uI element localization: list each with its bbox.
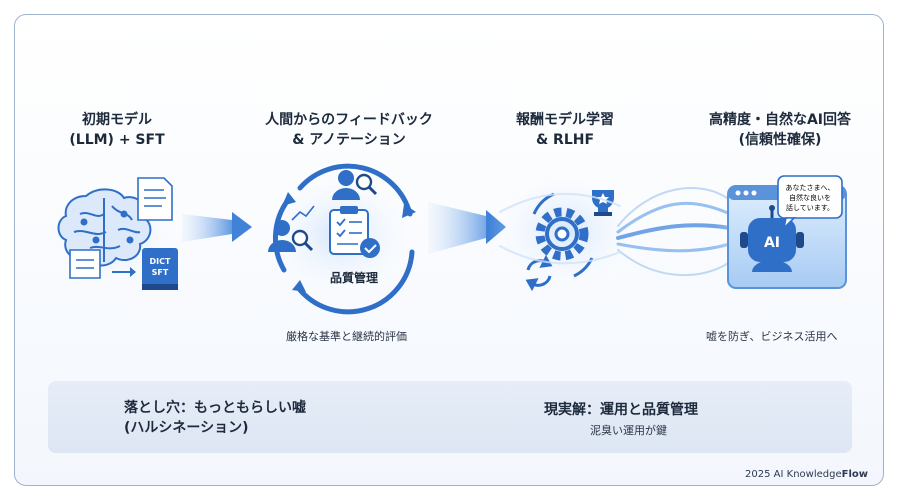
gear-icon <box>535 207 589 261</box>
stage1-title: 初期モデル (LLM) + SFT <box>62 110 172 150</box>
stage4-title: 高精度・自然なAI回答 (信頼性確保) <box>690 110 870 150</box>
brain-icon <box>57 188 152 267</box>
bubble-line-1: あなたさまへ、 <box>786 184 835 192</box>
stage1-illustration: DICT SFT <box>42 177 182 290</box>
analyst-person-icon <box>268 205 315 252</box>
scroll-icon <box>69 249 101 279</box>
brand-footer: 2025 AI KnowledgeFlow <box>745 469 868 480</box>
stage2-title-line2: & アノテーション <box>292 132 406 148</box>
stage4-title-line2: (信頼性確保) <box>738 132 822 148</box>
stage2-caption: 厳格な基準と継続的評価 <box>286 330 407 343</box>
stage1-title-line2: (LLM) + SFT <box>69 132 165 148</box>
stage1-title-line1: 初期モデル <box>82 112 152 128</box>
book-icon: DICT SFT <box>142 248 178 290</box>
stage2-title-line1: 人間からのフィードバック <box>265 112 433 128</box>
arrow-small-icon <box>112 267 136 277</box>
reviewer-person-icon <box>332 170 378 200</box>
brand-prefix: 2025 AI Knowledge <box>745 469 842 480</box>
document-icon <box>137 177 173 221</box>
pitfall-line1: 落とし穴：もっともらしい嘘 <box>124 400 306 416</box>
stage2-illustration: 品質管理 <box>260 163 420 315</box>
bubble-line-2: 自然な良いを <box>789 193 831 202</box>
stage4-illustration: AI あなたさまへ、 自然な良いを 話しています。 <box>714 174 858 306</box>
cycle-arrows-icon <box>273 163 415 315</box>
stage4-caption: 嘘を防ぎ、ビジネス活用へ <box>706 330 838 343</box>
book-label-2: SFT <box>152 268 169 277</box>
pitfall-line2: (ハルシネーション) <box>124 420 249 436</box>
quality-badge-label: 品質管理 <box>330 270 378 285</box>
checklist-clipboard-icon <box>329 206 380 258</box>
stage3-title: 報酬モデル学習 & RLHF <box>500 110 630 150</box>
stage2-title: 人間からのフィードバック & アノテーション <box>244 110 454 150</box>
pitfall-title: 落とし穴：もっともらしい嘘 (ハルシネーション) <box>124 398 306 438</box>
solution-subtitle: 泥臭い運用が鍵 <box>590 424 667 437</box>
ai-screen-label: AI <box>764 235 780 251</box>
brand-suffix: Flow <box>841 469 868 480</box>
solution-title: 現実解：運用と品質管理 <box>544 402 698 418</box>
flow-arrow-1 <box>182 212 252 242</box>
stage3-title-line2: & RLHF <box>535 132 595 148</box>
stage4-title-line1: 高精度・自然なAI回答 <box>708 112 852 128</box>
speech-bubble-icon: あなたさまへ、 自然な良いを 話しています。 <box>777 175 843 231</box>
stage3-title-line1: 報酬モデル学習 <box>516 112 614 128</box>
bottom-panel <box>48 381 852 453</box>
bubble-line-3: 話しています。 <box>786 203 834 212</box>
book-label-1: DICT <box>150 257 171 266</box>
